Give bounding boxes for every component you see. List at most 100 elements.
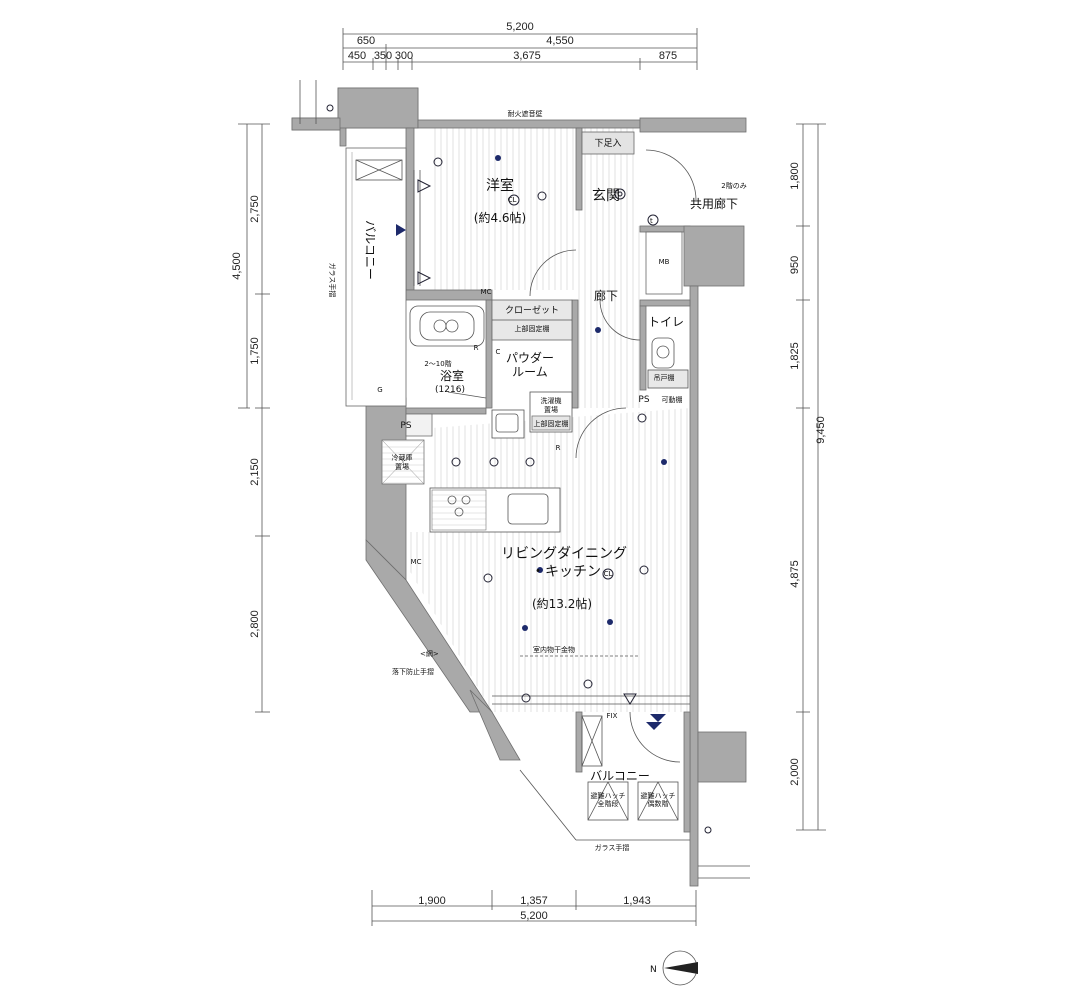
western-room-label: 洋室 bbox=[486, 177, 514, 194]
electrical-markers: t bbox=[326, 104, 712, 834]
dimension-right bbox=[796, 123, 826, 831]
balcony-bottom-label: バルコニー bbox=[590, 769, 650, 783]
dim-top-3675: 3,675 bbox=[513, 50, 541, 62]
dim-top-875: 875 bbox=[659, 50, 677, 62]
powder-room-label-2: ルーム bbox=[512, 365, 548, 379]
washer-label-1: 洗濯機 bbox=[541, 396, 562, 405]
outlet-icon bbox=[525, 457, 535, 467]
powder-room-label-1: パウダー bbox=[506, 350, 554, 365]
common-corridor-label: 共用廊下 bbox=[690, 196, 738, 211]
sensor-triangle-icon bbox=[417, 179, 432, 193]
dim-left-2800: 2,800 bbox=[249, 610, 261, 638]
indoor-dryer-label: 室内物干金物 bbox=[533, 645, 575, 654]
hallway-label: 廊下 bbox=[594, 288, 618, 303]
dim-left-2750: 2,750 bbox=[249, 195, 261, 223]
outlet-icon bbox=[583, 679, 593, 689]
washer-shelf-label: 上部固定棚 bbox=[534, 419, 569, 428]
dim-right-4875: 4,875 bbox=[789, 560, 801, 588]
svg-text:t: t bbox=[650, 217, 653, 225]
light-icon bbox=[537, 567, 543, 573]
outlet-icon bbox=[521, 693, 531, 703]
hatch-label-1a: 避難ハッチ bbox=[591, 791, 626, 800]
closet-label: クローゼット bbox=[505, 304, 559, 316]
outlet-icon bbox=[483, 573, 493, 583]
dim-top-total: 5,200 bbox=[506, 21, 534, 33]
dim-top-350: 350 bbox=[374, 50, 392, 62]
fridge-label-2: 置場 bbox=[395, 462, 409, 471]
dimension-bottom bbox=[371, 890, 697, 926]
hatch-label-2a: 避難ハッチ bbox=[641, 791, 676, 800]
mc-mark-1: MC bbox=[481, 288, 492, 296]
dimension-left bbox=[238, 123, 270, 713]
outlet-icon bbox=[637, 413, 647, 423]
r-mark-1: R bbox=[474, 344, 479, 352]
light-icon bbox=[595, 327, 601, 333]
compass-north-label: N bbox=[650, 965, 657, 975]
dim-bottom-1943: 1,943 bbox=[623, 895, 651, 907]
fridge-label-1: 冷蔵庫 bbox=[392, 453, 413, 462]
c-mark: C bbox=[496, 348, 501, 356]
light-icon bbox=[607, 619, 613, 625]
cl-mark-2: CL bbox=[604, 570, 613, 578]
glass-rail-left-label: ガラス手摺 bbox=[328, 263, 337, 298]
r-mark-2: R bbox=[556, 444, 561, 452]
toilet-shelf-label: 吊戸棚 bbox=[654, 373, 675, 382]
mb-label: MB bbox=[659, 258, 670, 266]
dim-right-9450: 9,450 bbox=[815, 416, 827, 444]
outlet-icon bbox=[433, 157, 443, 167]
movable-shelf-label: 可動棚 bbox=[662, 395, 683, 404]
compass: N bbox=[650, 950, 698, 986]
dim-right-2000: 2,000 bbox=[789, 758, 801, 786]
hallway-floor bbox=[576, 226, 640, 408]
ldk-label-2: ・キッチン bbox=[531, 564, 601, 580]
ps-label-2: PS bbox=[638, 395, 649, 405]
fix-window-label: FIX bbox=[607, 712, 618, 720]
dim-top-650: 650 bbox=[357, 35, 375, 47]
g-mark: G bbox=[377, 386, 382, 394]
outlet-icon bbox=[489, 457, 499, 467]
hatch-label-2b: 偶数階 bbox=[648, 799, 669, 808]
dim-top-300: 300 bbox=[395, 50, 413, 62]
hatch-label-1b: 全階段 bbox=[598, 799, 619, 808]
ps-label-1: PS bbox=[400, 421, 411, 431]
sensor-triangle-icon bbox=[623, 693, 637, 705]
downlight-icon bbox=[614, 188, 626, 200]
dim-right-950: 950 bbox=[789, 256, 801, 274]
washer-label-2: 置場 bbox=[544, 405, 558, 414]
aircon-arrow-icon bbox=[396, 224, 406, 236]
dim-left-4500: 4,500 bbox=[231, 252, 243, 280]
bath-label: 浴室 bbox=[440, 368, 464, 383]
cl-mark-1: CL bbox=[508, 196, 517, 204]
glass-rail-bottom-label: ガラス手摺 bbox=[595, 843, 630, 852]
dim-bottom-1900: 1,900 bbox=[418, 895, 446, 907]
dim-top-4550: 4,550 bbox=[546, 35, 574, 47]
entrance-label: 玄関 bbox=[592, 187, 620, 204]
outlet-icon bbox=[537, 191, 547, 201]
balcony-left-label: バルコニー bbox=[363, 220, 377, 280]
aircon-arrow-icon bbox=[650, 714, 666, 722]
net-label: <網> bbox=[420, 649, 439, 658]
ceiling-light-icon bbox=[602, 568, 614, 580]
outlet-icon bbox=[639, 565, 649, 575]
fixtures bbox=[299, 80, 750, 879]
outlet-icon bbox=[451, 457, 461, 467]
fall-rail-label: 落下防止手摺 bbox=[392, 667, 434, 676]
ceiling-light-icon bbox=[508, 194, 520, 206]
dim-left-2150: 2,150 bbox=[249, 458, 261, 486]
toilet-label: トイレ bbox=[648, 315, 684, 329]
aircon-arrow-icon bbox=[646, 722, 662, 730]
compass-needle-icon bbox=[664, 962, 698, 974]
sensor-triangle-icon bbox=[417, 271, 432, 285]
mc-mark-2: MC bbox=[411, 558, 422, 566]
ldk-size: (約13.2帖) bbox=[532, 596, 592, 611]
bath-floors-note: 2〜10階 bbox=[424, 359, 451, 368]
thermostat-icon: t bbox=[647, 214, 659, 226]
dimension-top bbox=[342, 28, 698, 70]
ldk-floor bbox=[408, 408, 690, 712]
dim-bottom-total: 5,200 bbox=[520, 910, 548, 922]
light-icon bbox=[522, 625, 528, 631]
ldk-label-1: リビングダイニング bbox=[501, 546, 627, 562]
bath-size: (1216) bbox=[435, 385, 465, 395]
closet-shelf-label: 上部固定棚 bbox=[515, 324, 550, 333]
